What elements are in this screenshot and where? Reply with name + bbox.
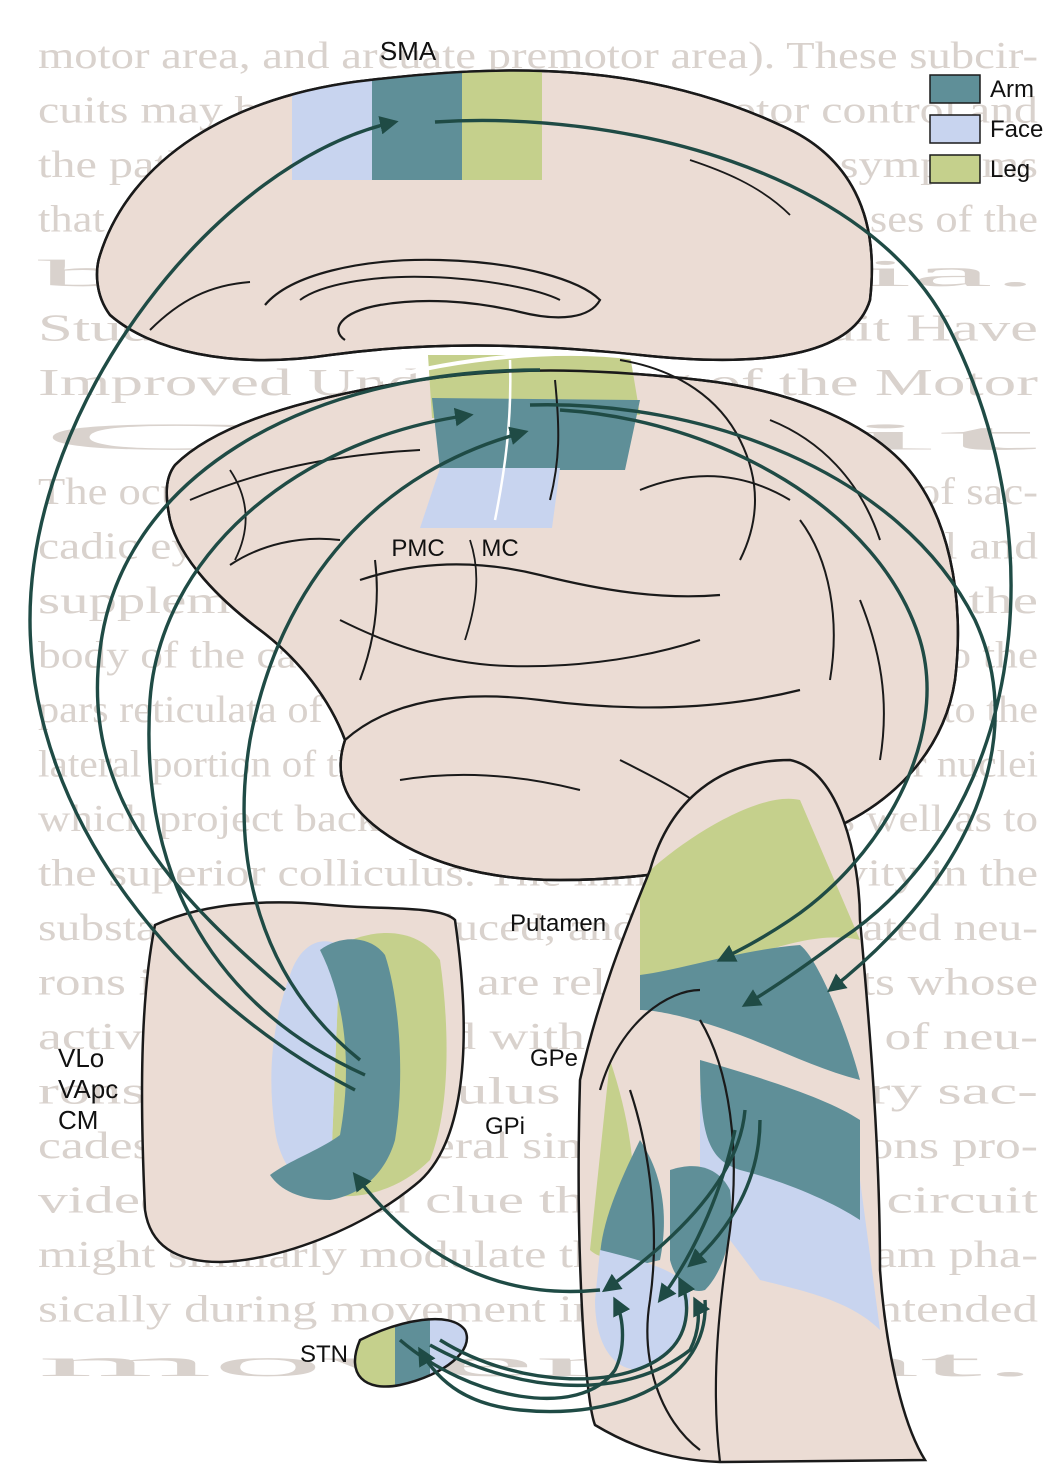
legend-label-arm: Arm bbox=[990, 76, 1034, 103]
label-gpi: GPi bbox=[485, 1113, 525, 1140]
legend-swatch-face bbox=[930, 115, 980, 143]
label-putamen: Putamen bbox=[510, 910, 606, 937]
label-thalamus-cm: CM bbox=[58, 1105, 98, 1135]
legend-label-leg: Leg bbox=[990, 156, 1030, 183]
label-stn: STN bbox=[300, 1341, 348, 1368]
label-mc: MC bbox=[481, 535, 518, 562]
label-sma: SMA bbox=[380, 36, 437, 66]
label-gpe: GPe bbox=[530, 1045, 578, 1072]
legend-label-face: Face bbox=[990, 116, 1043, 143]
label-thalamus-vapc: VApc bbox=[58, 1074, 118, 1104]
label-pmc: PMC bbox=[391, 535, 444, 562]
legend-swatch-arm bbox=[930, 75, 980, 103]
label-thalamus-vlo: VLo bbox=[58, 1043, 104, 1073]
background-text-line: sically during movement in favor of the … bbox=[38, 1289, 1038, 1331]
legend-swatch-leg bbox=[930, 155, 980, 183]
